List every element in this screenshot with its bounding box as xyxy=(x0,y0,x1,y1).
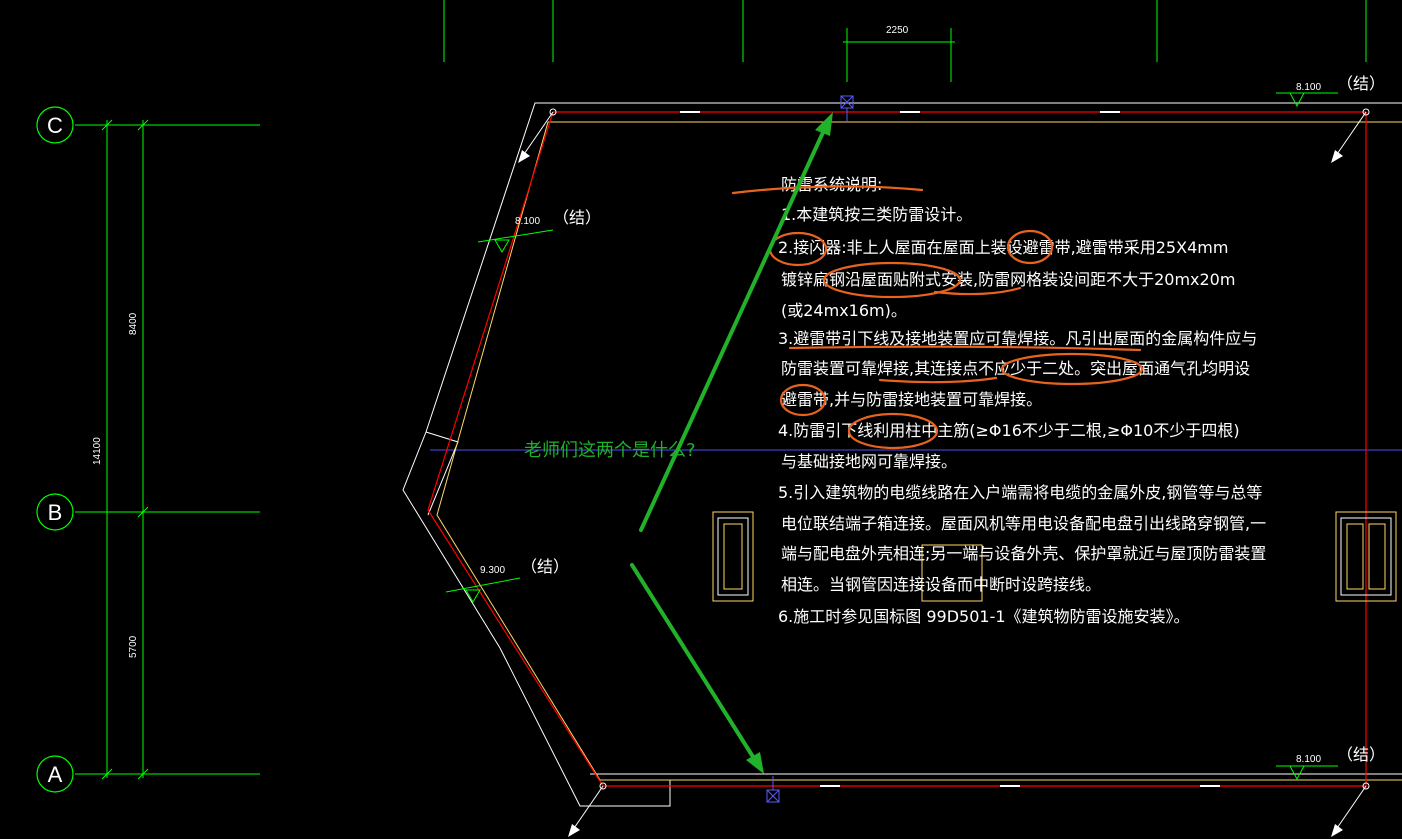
equipment-symbol-top xyxy=(840,95,854,122)
elevation-note: （结） xyxy=(1337,745,1385,764)
elevation-value: 9.300 xyxy=(480,565,505,576)
notes-line: 避雷带,并与防雷接地装置可靠焊接。 xyxy=(781,390,1042,409)
annotation-question: 老师们这两个是什么? xyxy=(524,440,696,461)
notes-line: 端与配电盘外壳相连;另一端与设备外壳、保护罩就近与屋顶防雷装置 xyxy=(781,544,1266,563)
elevation-value: 8.100 xyxy=(1296,82,1321,93)
down-conductor-arrowheads xyxy=(518,150,1343,837)
notes-line: 镀锌扁钢沿屋面贴附式安装,防雷网格装设间距不大于20mx20m xyxy=(781,270,1235,289)
axis-bubble-c: C xyxy=(36,106,74,144)
fan-unit-middle xyxy=(921,544,983,602)
elevation-note: （结） xyxy=(1337,74,1385,93)
top-dimension-label: 2250 xyxy=(886,25,909,36)
top-grid-lines xyxy=(443,0,1367,82)
equipment-symbol-bottom xyxy=(766,776,780,803)
dimension-14100: 14100 xyxy=(92,437,103,465)
notes-line: (或24mx16m)。 xyxy=(781,301,907,320)
notes-line: 相连。当钢管因连接设备而中断时设跨接线。 xyxy=(781,575,1101,594)
notes-line: 电位联结端子箱连接。屋面风机等用电设备配电盘引出线路穿钢管,一 xyxy=(781,514,1266,533)
axis-label-a: A xyxy=(48,762,63,787)
annotation-arrows xyxy=(630,112,833,774)
dimension-5700: 5700 xyxy=(128,635,139,658)
axis-bubble-b: B xyxy=(36,493,74,531)
fan-unit-right xyxy=(1335,511,1397,602)
lightning-protection-notes: 防雷系统说明: 1.本建筑按三类防雷设计。 2.接闪器:非上人屋面在屋面上装设避… xyxy=(778,175,1266,626)
notes-title: 防雷系统说明: xyxy=(781,175,882,194)
dimension-8400: 8400 xyxy=(128,312,139,335)
elevation-value: 8.100 xyxy=(1296,754,1321,765)
notes-line: 1.本建筑按三类防雷设计。 xyxy=(781,205,972,224)
elevation-marker-top-right: 8.100 （结） xyxy=(1276,74,1385,108)
axis-label-b: B xyxy=(48,500,63,525)
notes-line: 3.避雷带引下线及接地装置应可靠焊接。凡引出屋面的金属构件应与 xyxy=(778,329,1257,348)
notes-line: 4.防雷引下线利用柱中主筋(≥Φ16不少于二根,≥Φ10不少于四根) xyxy=(778,421,1240,440)
elevation-note: （结） xyxy=(521,557,569,576)
elevation-marker-left-lower: 9.300 （结） xyxy=(445,557,569,603)
axis-label-c: C xyxy=(47,113,63,138)
left-axis-grid xyxy=(75,119,260,780)
inner-wall-line xyxy=(436,121,1402,781)
down-conductor-markers xyxy=(519,108,1370,835)
notes-line: 6.施工时参见国标图 99D501-1《建筑物防雷设施安装》。 xyxy=(778,607,1190,626)
elevation-marker-bottom-right: 8.100 （结） xyxy=(1276,745,1385,781)
axis-bubble-a: A xyxy=(36,755,74,793)
elevation-value: 8.100 xyxy=(515,216,540,227)
notes-line: 与基础接地网可靠焊接。 xyxy=(781,452,957,471)
elevation-note: （结） xyxy=(553,208,601,227)
orange-markup xyxy=(731,185,1144,450)
notes-line: 防雷装置可靠焊接,其连接点不应少于二处。突出屋面通气孔均明设 xyxy=(781,359,1250,378)
fan-unit-left xyxy=(712,511,754,602)
lightning-conductor-dashes xyxy=(680,111,1220,787)
notes-line: 5.引入建筑物的电缆线路在入户端需将电缆的金属外皮,钢管等与总等 xyxy=(778,483,1262,502)
notes-line: 2.接闪器:非上人屋面在屋面上装设避雷带,避雷带采用25X4mm xyxy=(778,238,1228,257)
elevation-marker-left-upper: 8.100 （结） xyxy=(477,208,601,253)
